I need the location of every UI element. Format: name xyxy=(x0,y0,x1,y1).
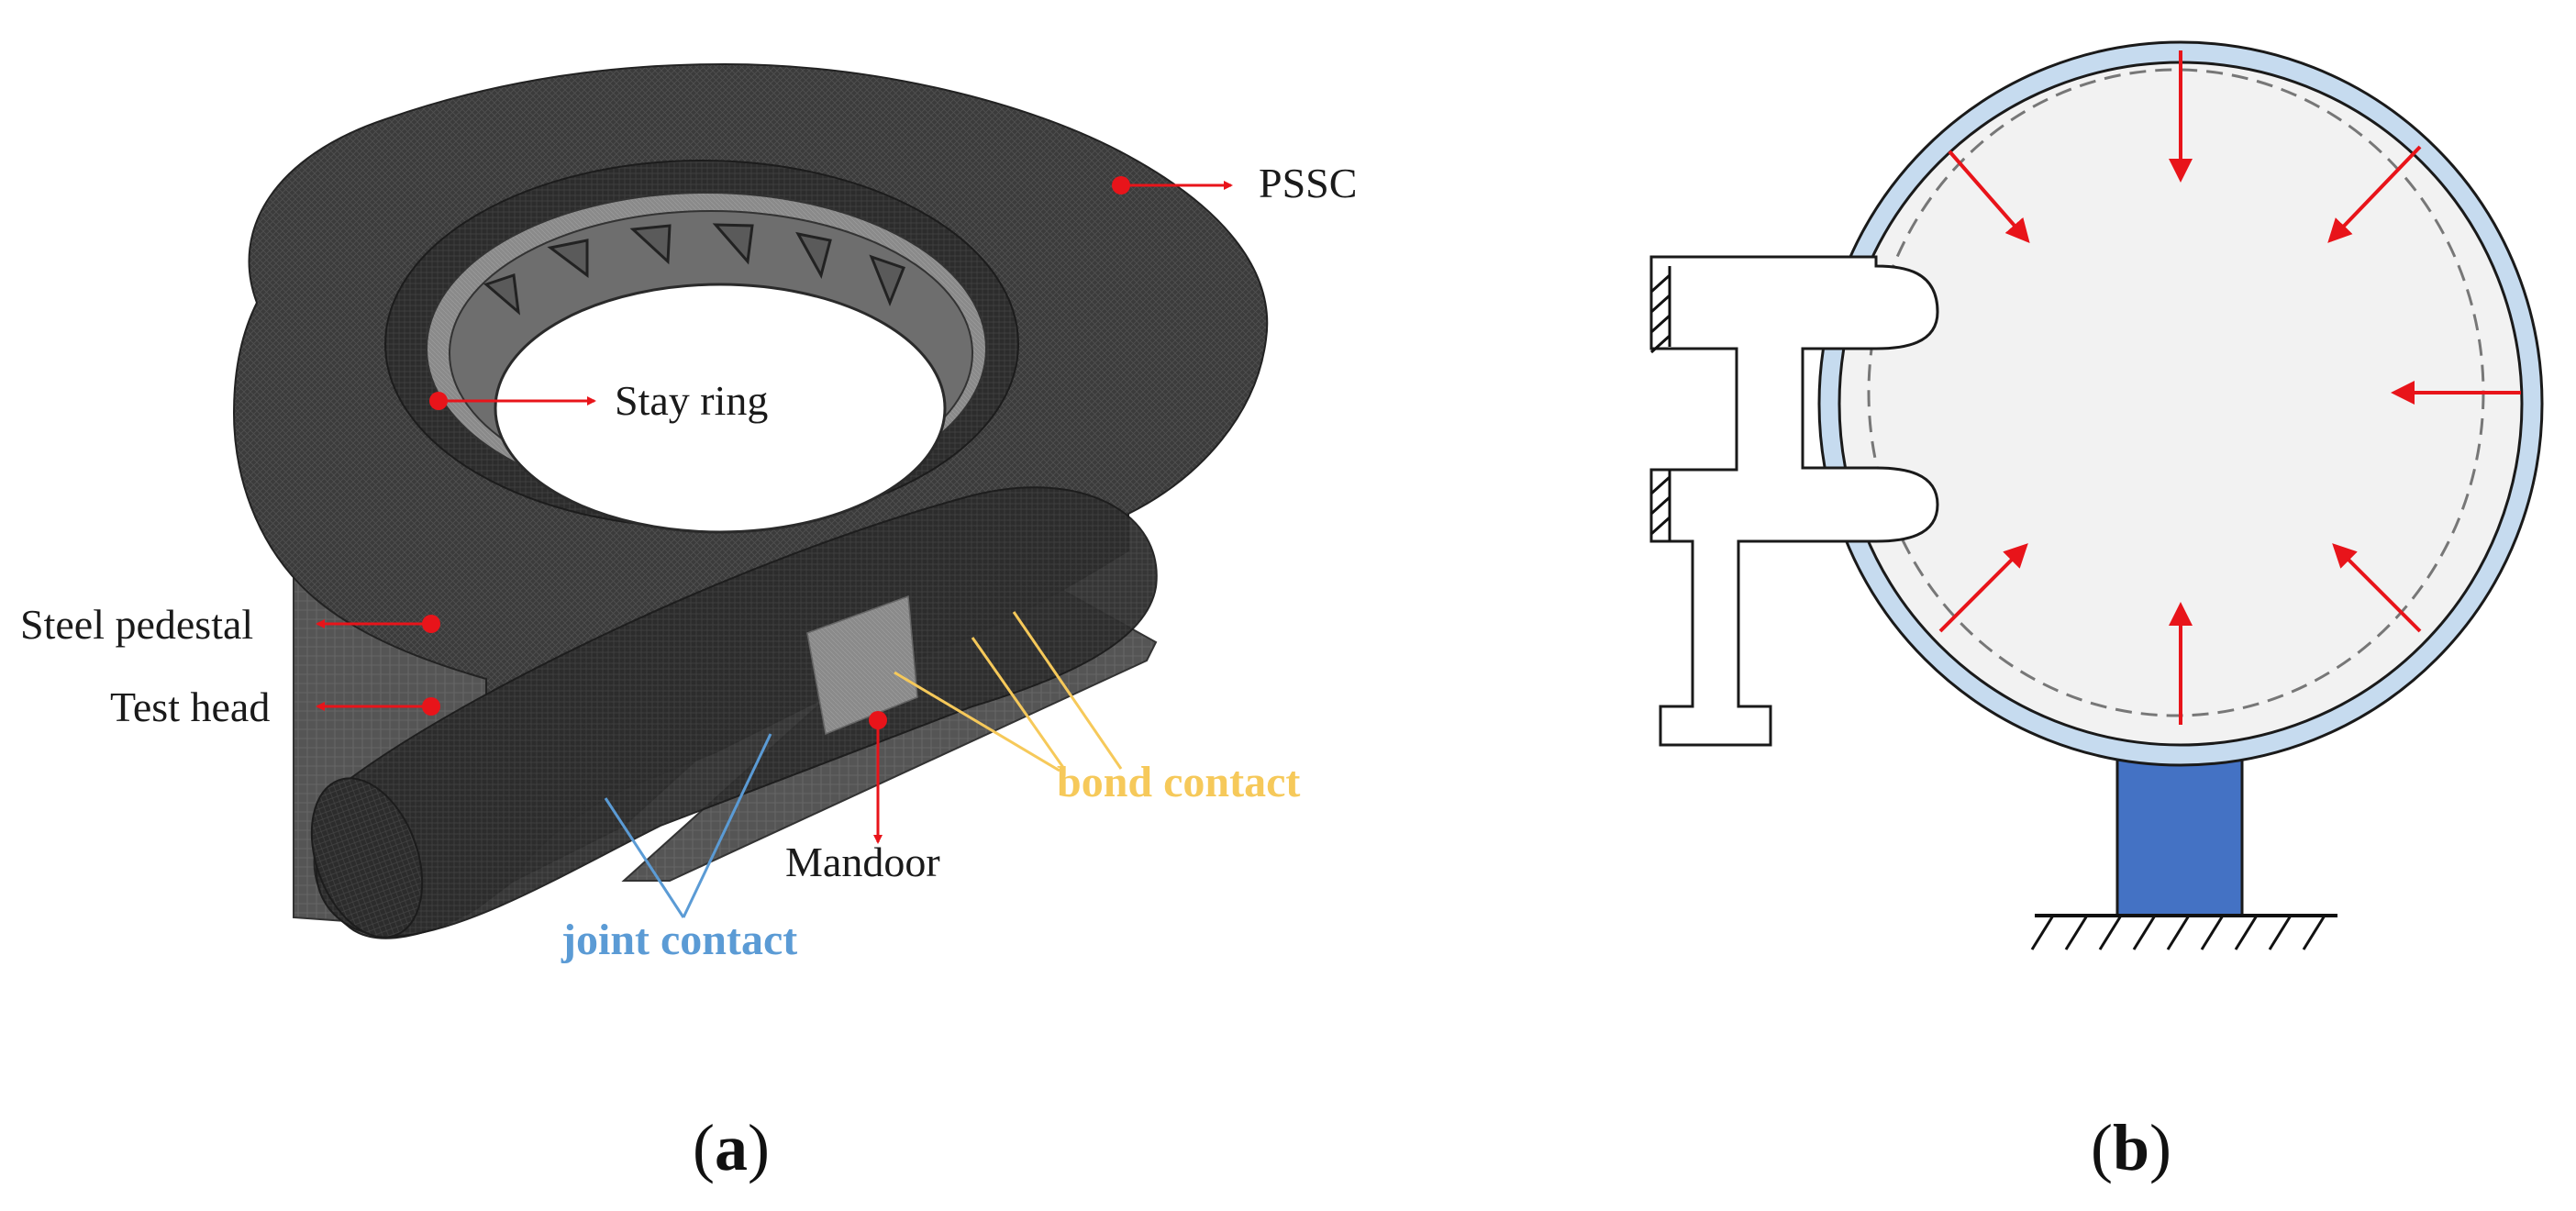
label-steel-pedestal: Steel pedestal xyxy=(20,601,253,648)
panel-a-model xyxy=(232,62,1269,939)
label-joint-contact: joint contact xyxy=(561,916,797,964)
panel-b-schematic xyxy=(1649,40,2544,950)
stay-ring-opening xyxy=(494,283,947,534)
fixed-support-top xyxy=(1649,266,1671,354)
label-test-head: Test head xyxy=(110,683,270,730)
label-mandoor: Mandoor xyxy=(785,839,940,885)
label-bond-contact: bond contact xyxy=(1057,758,1300,806)
fixed-support-bottom xyxy=(1649,470,1671,541)
label-stay-ring: Stay ring xyxy=(615,377,768,424)
label-pssc: PSSC xyxy=(1259,160,1357,206)
panel-a-annotations xyxy=(316,176,1233,918)
test-head-cap xyxy=(310,777,424,939)
mandoor-patch xyxy=(806,594,918,736)
pedestal-block xyxy=(2115,750,2244,917)
ground-hatching xyxy=(2030,915,2326,950)
stay-ring-section xyxy=(1649,255,1939,747)
caption-a: (a) xyxy=(693,1111,770,1184)
pressure-arrows xyxy=(1938,50,2521,725)
caption-b: (b) xyxy=(2091,1111,2171,1184)
